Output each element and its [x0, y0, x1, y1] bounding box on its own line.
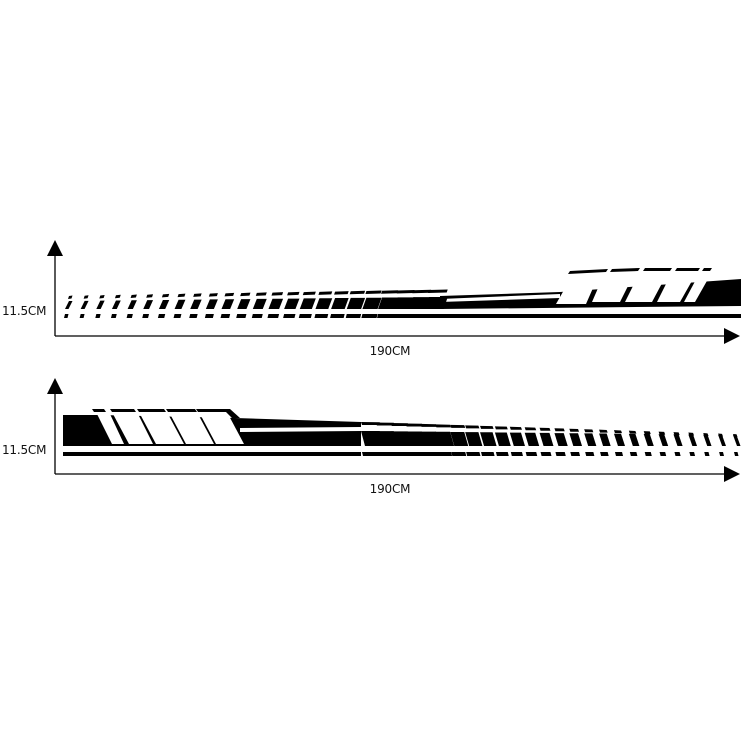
- arrow-up-icon: [47, 240, 63, 256]
- decal-dash-pattern-bottom: [361, 422, 741, 456]
- width-label-top: 190CM: [369, 344, 411, 358]
- arrow-right-icon: [724, 466, 740, 482]
- width-label-bottom: 190CM: [369, 482, 411, 496]
- height-label-bottom: 11.5CM: [2, 443, 47, 457]
- decal-stripe-top: [64, 268, 741, 318]
- arrow-right-icon: [724, 328, 740, 344]
- height-dimension-axis: [47, 240, 63, 336]
- width-dimension-axis: [55, 466, 740, 482]
- decal-dash-pattern-top: [64, 289, 448, 318]
- width-dimension-axis: [55, 328, 740, 344]
- height-label-top: 11.5CM: [2, 304, 47, 318]
- height-dimension-axis: [47, 378, 63, 474]
- arrow-up-icon: [47, 378, 63, 394]
- decal-stripe-bottom: [63, 409, 741, 456]
